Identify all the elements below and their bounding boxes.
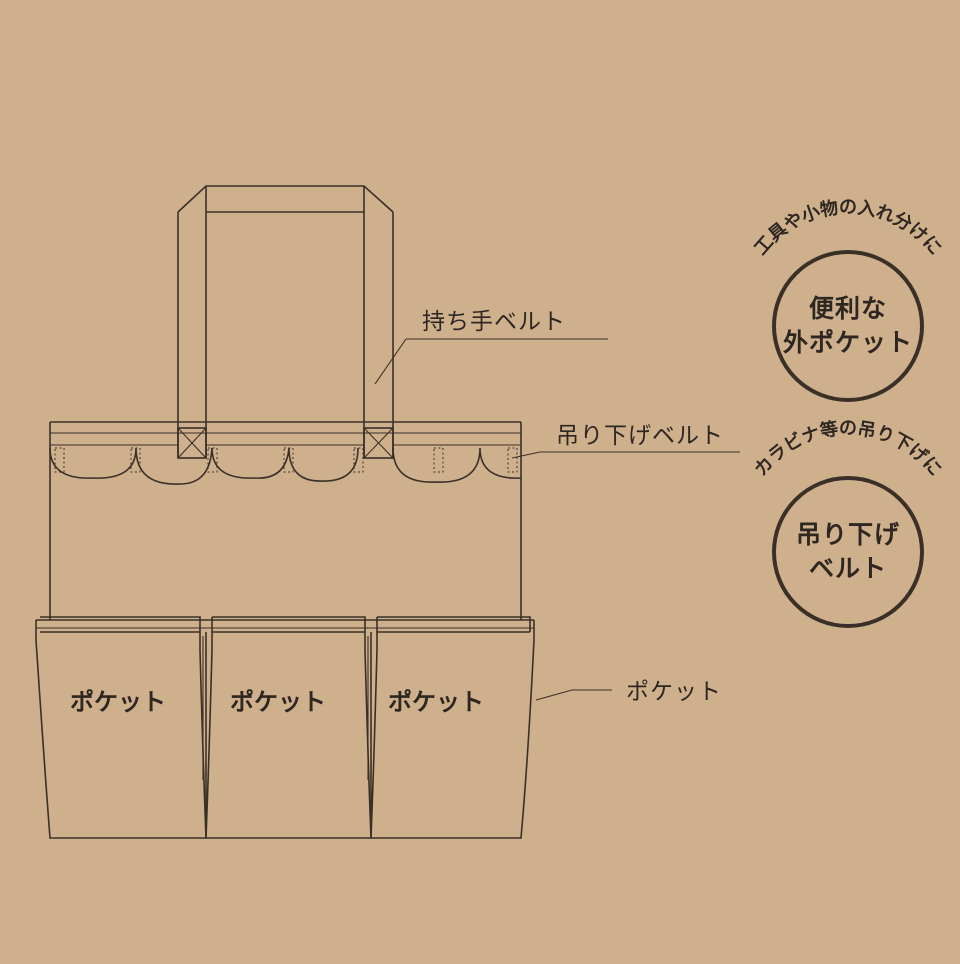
badge-2-line-1: 吊り下げ [795, 520, 900, 549]
outer-pocket-badge: 便利な 外ポケット [772, 250, 924, 402]
badge-1-line-2: 外ポケット [782, 328, 913, 357]
hanging-belt-badge: 吊り下げ ベルト [772, 476, 924, 628]
pocket-label-3: ポケット [388, 688, 484, 716]
handle-leader-line [374, 338, 608, 385]
handle-belt-label: 持ち手ベルト [422, 309, 566, 335]
bag-body-drawing [49, 421, 522, 620]
pockets-drawing [35, 616, 535, 839]
pocket-label-1: ポケット [70, 688, 166, 716]
badge-1-line-1: 便利な [808, 294, 887, 323]
hanging-leader-line [511, 451, 740, 459]
pocket-callout-label: ポケット [626, 679, 722, 705]
pocket-label-2: ポケット [230, 688, 326, 716]
hanging-belt-label: 吊り下げベルト [556, 423, 724, 449]
handle-belt-drawing [177, 185, 394, 459]
badge-2-line-2: ベルト [808, 554, 887, 583]
pocket-leader-line [535, 689, 612, 701]
badge-arc-text-2: カラビナ等の吊り下げに [750, 417, 945, 480]
